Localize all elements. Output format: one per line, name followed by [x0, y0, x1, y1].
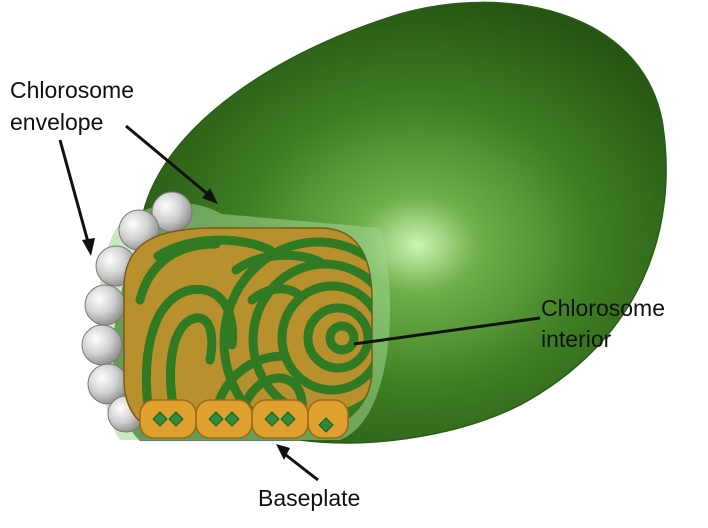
envelope-arrow-left [60, 140, 95, 256]
chlorosome-interior-label: Chlorosome [541, 294, 665, 322]
chlorosome-envelope-label-line2: envelope [10, 108, 103, 136]
baseplate [140, 400, 348, 438]
chlorosome-envelope-label: Chlorosome [10, 76, 134, 104]
baseplate-arrow [276, 444, 318, 480]
chlorosome-interior-label-line2: interior [541, 325, 611, 353]
baseplate-label: Baseplate [258, 484, 360, 512]
